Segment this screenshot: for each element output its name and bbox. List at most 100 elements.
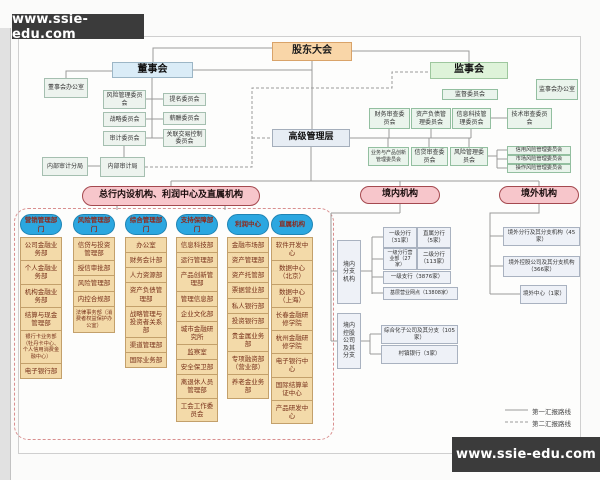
- column-header-oval: 直属机构: [271, 214, 313, 235]
- internal-audit-bureau-box: 内部审计局: [100, 157, 145, 177]
- department-box: 专项融资部（营业部）: [227, 351, 269, 376]
- department-box: 杭州金融研修学院: [271, 330, 313, 355]
- department-box: 人力资源部: [125, 267, 167, 284]
- domestic-group-oval: 境内机构: [360, 186, 440, 204]
- department-box: 资产负债管理部: [125, 282, 167, 307]
- department-column: 金融市场部资产管理部资产托管部票据营业部私人银行部投资银行部贵金属业务部专项融资…: [227, 237, 269, 399]
- department-box: 软件开发中心: [271, 237, 313, 262]
- branch-count-box: 二级分行（113家）: [417, 248, 451, 270]
- department-box: 结算与现金管理部: [20, 306, 62, 331]
- overseas-count-box: 境外控股公司及其分支机构（366家）: [503, 256, 580, 277]
- department-box: 国际业务部: [125, 352, 167, 369]
- department-box: 财务会计部: [125, 252, 167, 269]
- holding-count-box: 综合化子公司及其分支（105家）: [381, 325, 458, 344]
- department-box: 票据营业部: [227, 282, 269, 299]
- department-column: 信贷与投资管理部授信审批部风险管理部内控合规部法律事务部（消费者权益保护办公室）: [73, 237, 115, 334]
- department-box: 电子银行部: [20, 363, 62, 380]
- column-header-oval: 支持保障部门: [176, 214, 218, 235]
- branch-count-box: 直属分行（5家）: [417, 227, 451, 248]
- department-box: 个人金融业务部: [20, 260, 62, 285]
- overseas-count-box: 境外中心（1家）: [520, 285, 567, 304]
- committee-box: 风险管理委员会: [103, 90, 146, 109]
- committee-box: 薪酬委员会: [163, 112, 206, 125]
- department-box: 战略管理与投资者关系部: [125, 305, 167, 338]
- committee-box: 信贷审查委员会: [411, 147, 448, 166]
- watermark-top: www.ssie-edu.com: [12, 12, 144, 42]
- committee-box: 信用风险管理委员会: [507, 146, 571, 155]
- column-header-oval: 营销管理部门: [20, 214, 62, 235]
- department-box: 公司金融业务部: [20, 237, 62, 262]
- branch-count-box: 一级支行（3876家）: [383, 271, 451, 284]
- committee-box: 提名委员会: [163, 93, 206, 106]
- department-box: 离退休人员管理部: [176, 374, 218, 399]
- department-box: 国际结算单证中心: [271, 376, 313, 401]
- committee-box: 信息科技管理委员会: [452, 108, 491, 129]
- branch-count-box: 一级分行营业部（27家）: [383, 248, 417, 270]
- department-box: 风险管理部: [73, 275, 115, 292]
- department-box: 企业文化部: [176, 305, 218, 322]
- column-header-oval: 综合管理部门: [125, 214, 167, 235]
- department-box: 内控合规部: [73, 290, 115, 307]
- department-box: 信息科技部: [176, 237, 218, 254]
- committee-box: 操作风险管理委员会: [507, 164, 571, 173]
- overseas-group-oval: 境外机构: [499, 186, 579, 204]
- department-box: 数据中心（上海）: [271, 283, 313, 308]
- committee-box: 市场风险管理委员会: [507, 155, 571, 164]
- board-of-directors-box: 董事会: [112, 62, 193, 78]
- committee-box: 资产负债管理委员会: [411, 108, 451, 129]
- column-header-oval: 风险管理部门: [73, 214, 115, 235]
- shareholders-meeting-box: 股东大会: [272, 42, 352, 61]
- department-box: 私人银行部: [227, 297, 269, 314]
- board-office-box: 董事会办公室: [44, 78, 88, 98]
- holding-count-box: 村镇银行（3家）: [381, 345, 458, 364]
- department-box: 渠道管理部: [125, 337, 167, 354]
- department-box: 授信审批部: [73, 260, 115, 277]
- board-of-supervisors-box: 监事会: [430, 62, 508, 79]
- department-column: 办公室财务会计部人力资源部资产负债管理部战略管理与投资者关系部渠道管理部国际业务…: [125, 237, 167, 369]
- branch-count-box: 一级分行（31家）: [383, 227, 417, 248]
- committee-box: 风险管理委员会: [450, 147, 488, 166]
- committee-box: 审计委员会: [103, 131, 146, 146]
- department-box: 城市金融研究所: [176, 320, 218, 345]
- domestic-holding-label: 境内控股公司及其分支: [337, 313, 361, 369]
- page-edge: [0, 28, 11, 480]
- overseas-count-box: 境外分行及其分支机构（45家）: [503, 227, 580, 246]
- department-box: 银行卡业务部（牡丹卡中心、个人信用消费金融中心）: [20, 330, 62, 364]
- supervision-committee-box: 监督委员会: [442, 89, 498, 100]
- supervisors-office-box: 监事会办公室: [536, 79, 578, 100]
- department-box: 金融市场部: [227, 237, 269, 254]
- watermark-bottom: www.ssie-edu.com: [452, 437, 600, 472]
- tech-review-committee-box: 技术审查委员会: [507, 108, 552, 129]
- legend-first-line: 第一汇报路线: [532, 408, 571, 416]
- senior-management-box: 高级管理层: [272, 129, 350, 147]
- department-box: 资产管理部: [227, 252, 269, 269]
- domestic-branches-label: 境内分支机构: [337, 240, 361, 304]
- department-box: 机构金融业务部: [20, 283, 62, 308]
- department-box: 安全保卫部: [176, 359, 218, 376]
- committee-box: 财务审查委员会: [369, 108, 410, 129]
- committee-box: 战略委员会: [103, 112, 146, 127]
- department-box: 贵金属业务部: [227, 327, 269, 352]
- department-box: 投资银行部: [227, 312, 269, 329]
- department-box: 电子银行中心: [271, 353, 313, 378]
- legend-second-line: 第二汇报路线: [532, 420, 571, 428]
- committee-box: 业务与产品创新管理委员会: [368, 147, 409, 166]
- internal-audit-sub-bureau-box: 内部审计分局: [42, 157, 88, 176]
- committee-box: 关联交易控制委员会: [163, 129, 206, 147]
- head-office-group-oval: 总行内设机构、利润中心及直属机构: [82, 186, 260, 206]
- department-box: 产品研发中心: [271, 399, 313, 424]
- department-box: 办公室: [125, 237, 167, 254]
- department-column: 信息科技部运行管理部产品创新管理部管理信息部企业文化部城市金融研究所监察室安全保…: [176, 237, 218, 422]
- department-box: 法律事务部（消费者权益保护办公室）: [73, 305, 115, 334]
- department-box: 长春金融研修学院: [271, 306, 313, 331]
- department-box: 信贷与投资管理部: [73, 237, 115, 262]
- department-box: 养老金业务部: [227, 374, 269, 399]
- department-box: 数据中心（北京）: [271, 260, 313, 285]
- column-header-oval: 利润中心: [227, 214, 269, 235]
- department-box: 运行管理部: [176, 252, 218, 269]
- department-box: 工会工作委员会: [176, 397, 218, 422]
- department-box: 资产托管部: [227, 267, 269, 284]
- department-box: 管理信息部: [176, 290, 218, 307]
- department-column: 公司金融业务部个人金融业务部机构金融业务部结算与现金管理部银行卡业务部（牡丹卡中…: [20, 237, 62, 380]
